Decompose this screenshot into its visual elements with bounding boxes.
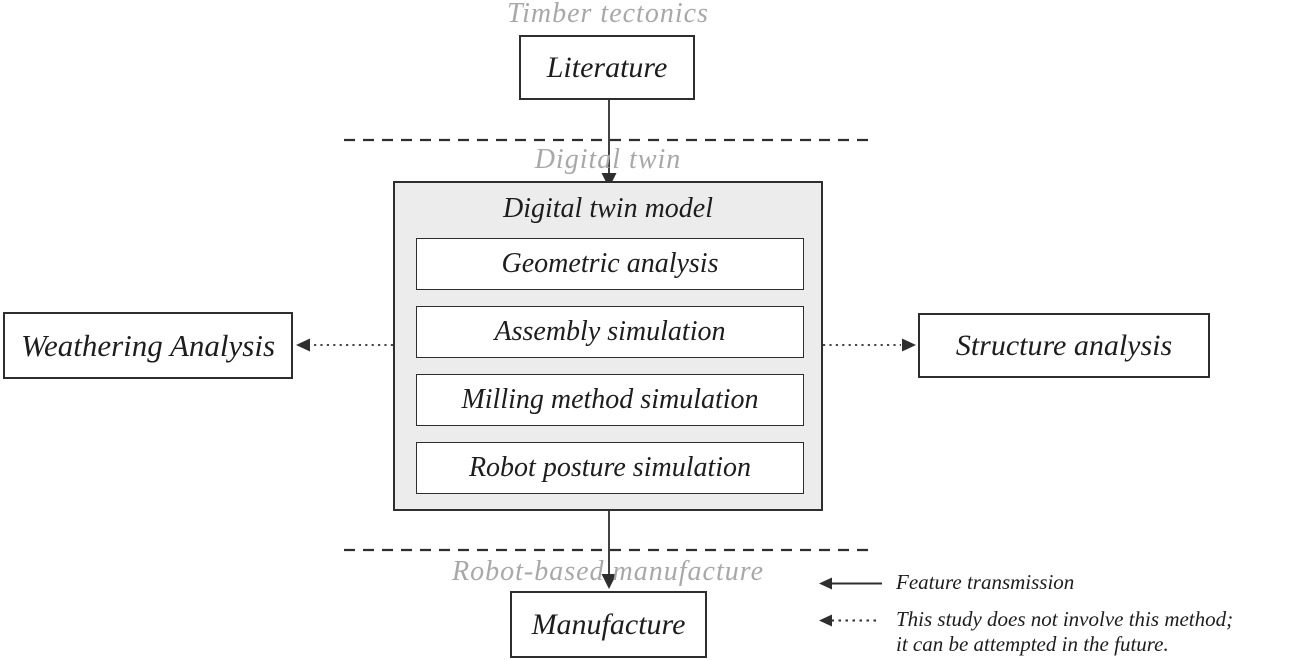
legend-item-feature-transmission: Feature transmission xyxy=(818,570,1074,595)
module-label: Geometric analysis xyxy=(501,248,719,279)
structure-analysis-box: Structure analysis xyxy=(918,313,1210,378)
module-label: Milling method simulation xyxy=(461,384,759,415)
module-milling-method-simulation: Milling method simulation xyxy=(416,374,804,426)
module-label: Assembly simulation xyxy=(494,316,726,347)
weathering-analysis-label: Weathering Analysis xyxy=(20,327,276,363)
module-geometric-analysis: Geometric analysis xyxy=(416,238,804,290)
stage-label-timber-tectonics: Timber tectonics xyxy=(507,0,709,29)
legend-not-involved-line2: it can be attempted in the future. xyxy=(896,632,1169,656)
legend-not-involved-line1: This study does not involve this method; xyxy=(896,607,1234,631)
stage-label-digital-twin: Digital twin xyxy=(534,144,682,175)
digital-twin-panel: Digital twin model Geometric analysis As… xyxy=(393,181,823,511)
dotted-arrow-icon xyxy=(819,614,876,627)
weathering-analysis-box: Weathering Analysis xyxy=(3,312,293,379)
dotted-arrow-to-structure xyxy=(823,338,916,352)
manufacture-box: Manufacture xyxy=(510,591,707,658)
dotted-arrow-to-weathering xyxy=(296,338,393,352)
solid-arrow-icon xyxy=(819,577,882,590)
literature-box: Literature xyxy=(519,35,695,100)
manufacture-label: Manufacture xyxy=(531,607,686,641)
module-robot-posture-simulation: Robot posture simulation xyxy=(416,442,804,494)
digital-twin-title: Digital twin model xyxy=(503,193,713,224)
stage-label-robot-based-manufacture: Robot-based manufacture xyxy=(451,556,765,587)
legend-feature-label: Feature transmission xyxy=(896,570,1075,594)
legend-item-not-involved: This study does not involve this method;… xyxy=(818,607,1233,657)
module-assembly-simulation: Assembly simulation xyxy=(416,306,804,358)
module-label: Robot posture simulation xyxy=(468,452,752,483)
structure-analysis-label: Structure analysis xyxy=(955,328,1173,362)
literature-label: Literature xyxy=(546,50,668,84)
